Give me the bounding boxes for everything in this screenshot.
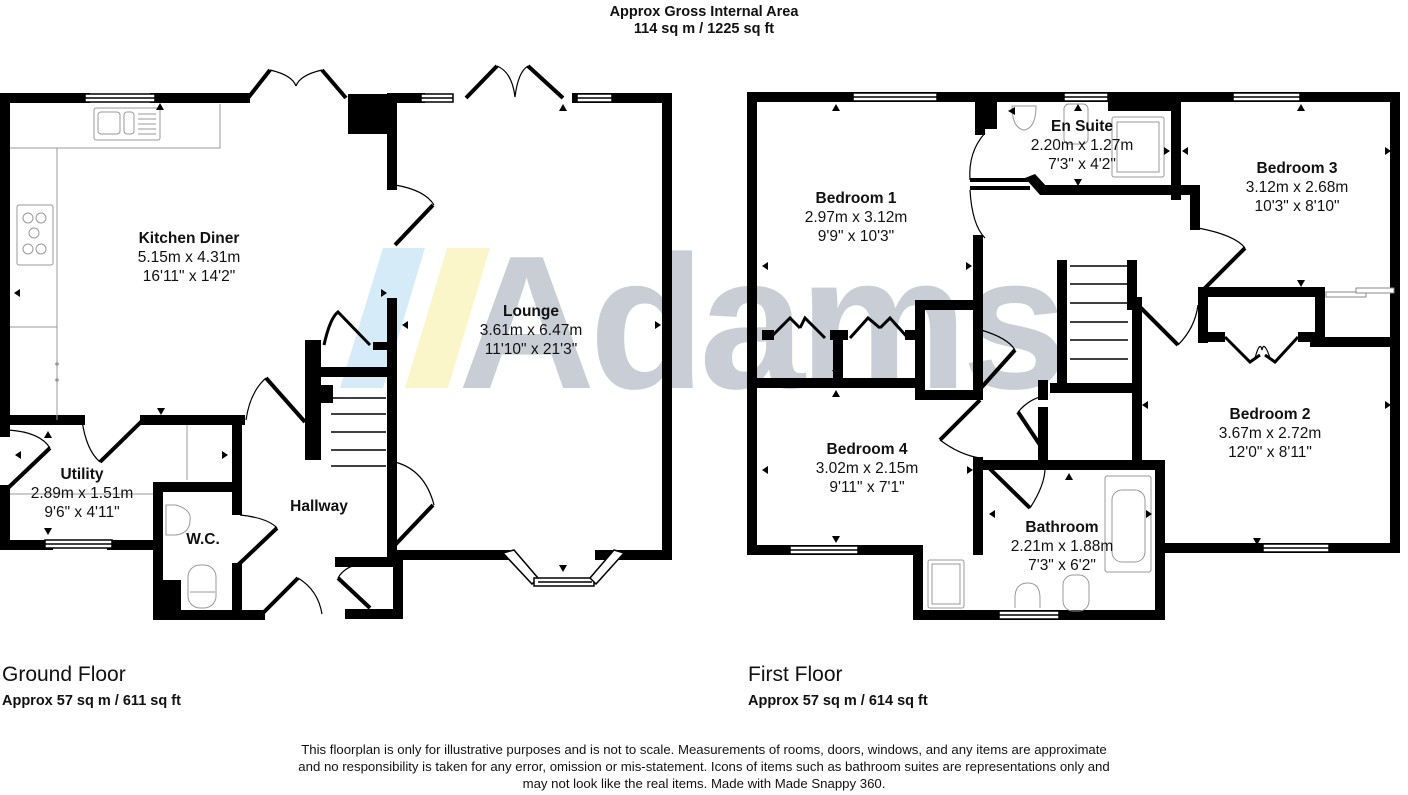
lounge-bay-window [501,549,626,587]
room-metric: 5.15m x 4.31m [137,249,241,266]
room-kitchen-diner: Kitchen Diner 5.15m x 4.31m 16'11" x 14'… [138,229,241,286]
room-name: Bedroom 3 [1256,160,1338,177]
room-metric: 3.12m x 2.68m [1245,179,1349,196]
disclaimer-line-3: may not look like the real items. Made w… [522,776,886,791]
lounge-french-doors [464,64,565,100]
bathroom-fixtures [927,475,1152,612]
room-name: En Suite [1050,118,1113,135]
room-imperial: 9'9" x 10'3" [817,228,895,245]
room-name: Bedroom 4 [826,441,908,458]
room-imperial: 10'3" x 8'10" [1254,198,1340,215]
ground-floor-area: Approx 57 sq m / 611 sq ft [2,693,181,709]
disclaimer: This floorplan is only for illustrative … [0,741,1408,792]
room-bedroom-1: Bedroom 1 2.97m x 3.12m 9'9" x 10'3" [805,189,908,246]
wc-fixtures [165,504,217,609]
gross-area-header: Approx Gross Internal Area 114 sq m / 12… [0,4,1408,38]
dimension-markers-first [762,104,1391,545]
room-imperial: 7'3" x 4'2" [1048,156,1116,173]
room-name: Lounge [503,303,559,320]
room-metric: 2.89m x 1.51m [30,485,134,502]
room-imperial: 11'10" x 21'3" [484,341,578,358]
ground-floor-plan [0,64,672,620]
room-name: W.C. [186,531,220,548]
header-title: Approx Gross Internal Area [609,4,799,20]
room-metric: 3.61m x 6.47m [479,322,583,339]
utility-walls [0,415,242,550]
lounge-doors [393,203,435,547]
lounge-windows [420,93,613,103]
room-metric: 3.02m x 2.15m [815,460,919,477]
first-floor-label: First Floor [748,663,843,686]
room-bathroom: Bathroom 2.21m x 1.88m 7'3" x 6'2" [1011,518,1114,575]
room-name: Bedroom 2 [1229,406,1311,423]
kitchen-units [10,104,221,420]
room-lounge: Lounge 3.61m x 6.47m 11'10" x 21'3" [480,302,583,359]
room-imperial: 9'6" x 4'11" [44,504,120,521]
kitchen-walls [0,93,250,425]
disclaimer-line-2: and no responsibility is taken for any e… [298,759,1110,774]
kitchen-window [84,93,156,103]
first-floor-plan [747,92,1400,620]
first-floor-area: Approx 57 sq m / 614 sq ft [748,693,928,709]
room-bedroom-3: Bedroom 3 3.12m x 2.68m 10'3" x 8'10" [1246,159,1349,216]
room-metric: 2.97m x 3.12m [804,209,908,226]
room-name: Kitchen Diner [138,230,240,247]
room-name: Bathroom [1025,519,1099,536]
dimension-markers-ground [14,103,661,572]
room-imperial: 7'3" x 6'2" [1028,557,1096,574]
room-wc: W.C. [186,530,220,549]
room-utility: Utility 2.89m x 1.51m 9'6" x 4'11" [31,465,134,522]
kitchen-french-doors [246,68,348,100]
room-bedroom-2: Bedroom 2 3.67m x 2.72m 12'0" x 8'11" [1219,405,1322,462]
first-floor-stairs [1070,265,1128,360]
room-name: Utility [60,466,104,483]
room-metric: 2.20m x 1.27m [1030,137,1134,154]
room-imperial: 16'11" x 14'2" [142,268,236,285]
room-bedroom-4: Bedroom 4 3.02m x 2.15m 9'11" x 7'1" [816,440,919,497]
room-imperial: 9'11" x 7'1" [829,479,905,496]
disclaimer-line-1: This floorplan is only for illustrative … [301,742,1107,757]
ground-stairs [331,397,386,467]
room-hallway: Hallway [290,497,348,516]
room-name: Hallway [290,498,348,515]
room-imperial: 12'0" x 8'11" [1228,444,1312,461]
room-name: Bedroom 1 [815,190,897,207]
room-metric: 2.21m x 1.88m [1010,538,1114,555]
room-metric: 3.67m x 2.72m [1218,425,1322,442]
ground-floor-label: Ground Floor [2,663,126,686]
room-en-suite: En Suite 2.20m x 1.27m 7'3" x 4'2" [1031,117,1134,174]
header-total-area: 114 sq m / 1225 sq ft [633,21,775,37]
